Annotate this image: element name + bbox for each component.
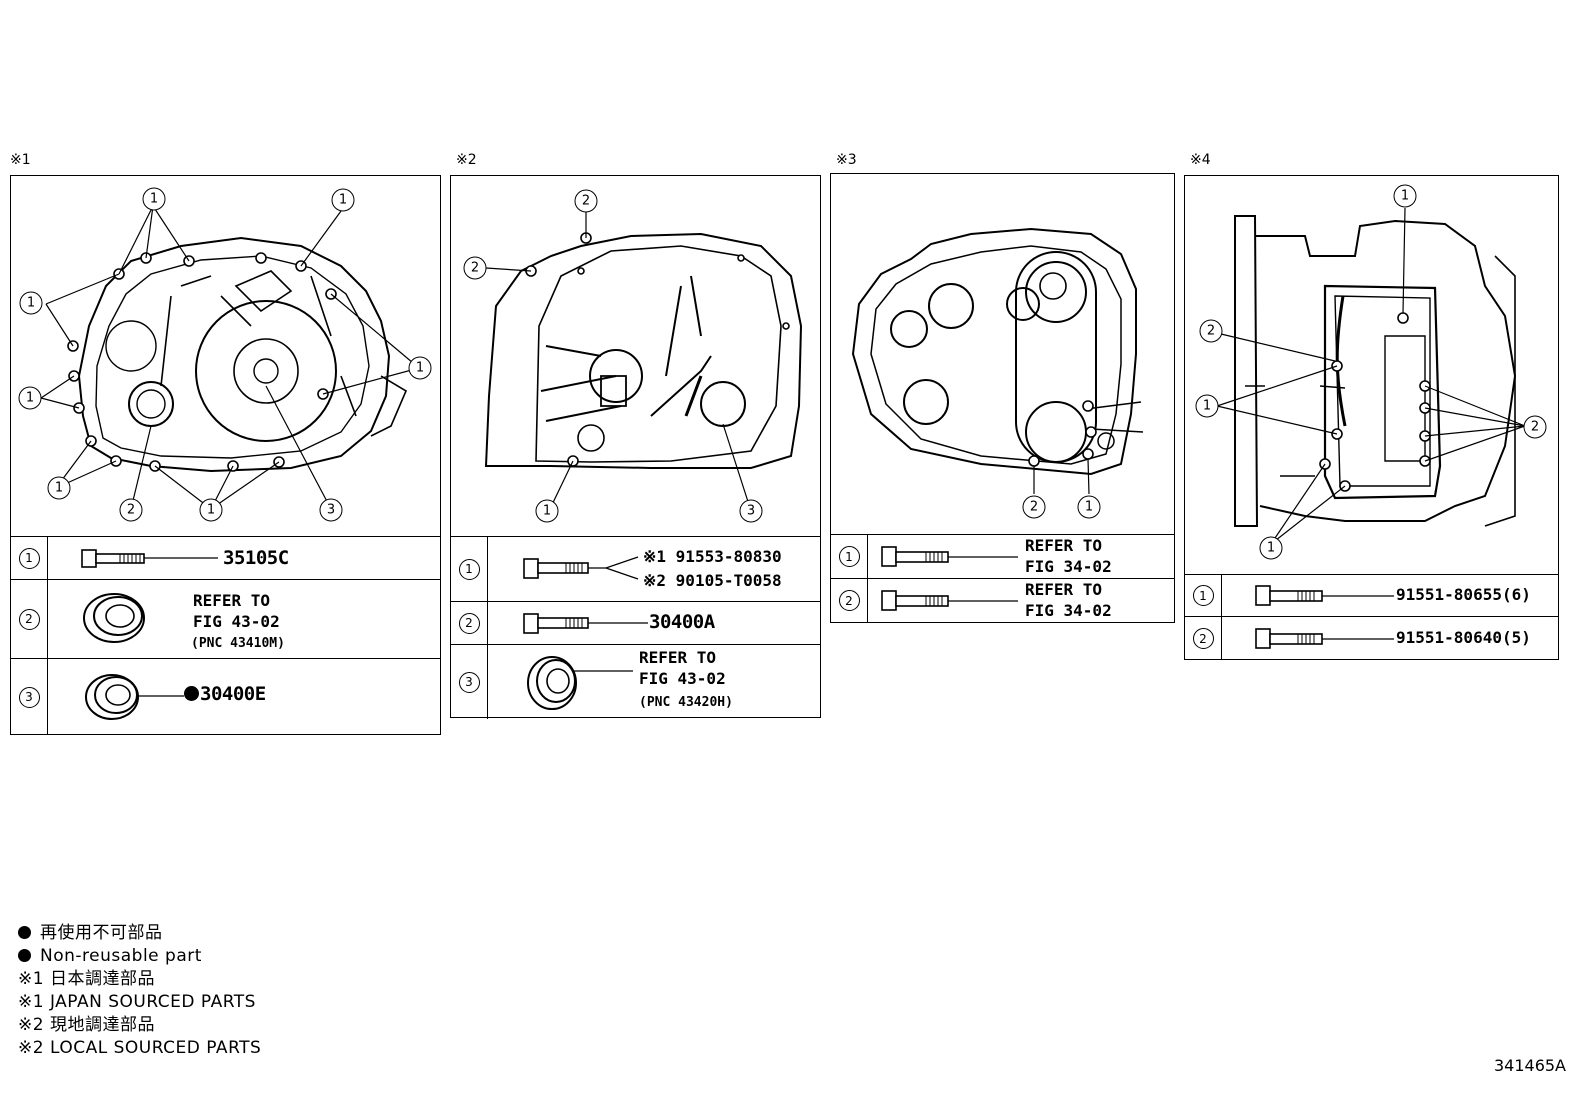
legend-item: 再使用不可部品 [18, 922, 261, 945]
callout-2: 2 [574, 189, 598, 213]
row-number: 1 [838, 546, 860, 567]
parts-row: 1 35105C [11, 537, 440, 580]
figure-id: 341465A [1493, 1056, 1566, 1075]
callout-3: 3 [319, 498, 343, 522]
parts-row: 3 REFER TO FIG 43-02 (PNC 43420H) [451, 645, 820, 719]
row-number: 2 [458, 612, 480, 634]
row-number: 2 [18, 608, 40, 630]
legend-item: ※2 LOCAL SOURCED PARTS [18, 1038, 262, 1058]
part-number: 35105C [223, 547, 289, 569]
legend-item: Non-reusable part [18, 945, 261, 968]
parts-row: 2 91551-80640(5) [1185, 617, 1558, 660]
figure-reference: FIG 34-02 [1025, 601, 1112, 620]
figure-reference: FIG 43-02 [193, 612, 280, 631]
part-number-local: ※2 90105-T0058 [643, 571, 782, 590]
oil-pan-drawing [1216, 207, 1526, 545]
callout-3: 3 [739, 499, 763, 523]
figure-reference: FIG 34-02 [1025, 557, 1112, 576]
callout-1: 1 [1259, 536, 1283, 560]
legend-item: ※1 日本調達部品 [18, 969, 155, 989]
part-number: 91551-80640(5) [1396, 628, 1531, 647]
callout-1: 1 [199, 498, 223, 522]
refer-to-text: REFER TO [193, 591, 271, 610]
oil-seal-icon [85, 674, 184, 720]
callout-1: 1 [19, 291, 43, 315]
transaxle-side-view-drawing [484, 212, 803, 512]
refer-to-text: REFER TO [1025, 580, 1103, 599]
callout-1: 1 [1195, 394, 1219, 418]
panel-3: 2 1 1 REFER TO FIG 34-02 2 [830, 173, 1175, 623]
row-number: 3 [18, 686, 40, 708]
non-reusable-dot [18, 949, 31, 962]
part-number: 30400E [200, 683, 266, 705]
parts-row: 1 REFER TO FIG 34-02 [831, 535, 1174, 579]
row-number: 1 [18, 547, 40, 569]
parts-row: 2 30400A [451, 602, 820, 645]
parts-row: 2 REFER TO FIG 43-02 (PNC 43410M) [11, 580, 440, 659]
panel-4: 1 2 1 2 1 1 91551-80655(6) 2 91551-80640… [1184, 175, 1559, 660]
callout-1: 1 [408, 356, 432, 380]
oil-seal-icon [527, 656, 633, 710]
pnc-text: (PNC 43410M) [191, 636, 285, 651]
parts-table: 1 91551-80655(6) 2 91551-80640(5) [1185, 574, 1558, 660]
callout-1: 1 [331, 188, 355, 212]
panel-3-title: ※3 [836, 152, 857, 168]
bolt-icon [81, 549, 218, 568]
callout-1: 1 [1393, 184, 1417, 208]
figure-reference: FIG 43-02 [639, 669, 726, 688]
panel-1-title: ※1 [10, 152, 31, 168]
parts-row: 3 30400E [11, 659, 440, 735]
part-number-japan: ※1 91553-80830 [643, 547, 782, 566]
parts-row: 2 REFER TO FIG 34-02 [831, 579, 1174, 622]
callout-1: 1 [1077, 495, 1101, 519]
part-number: 30400A [649, 611, 715, 633]
bolt-icon [881, 590, 1018, 611]
panel-4-title: ※4 [1190, 152, 1211, 168]
transaxle-front-view-drawing [40, 205, 420, 510]
callout-2: 2 [1523, 415, 1547, 439]
transaxle-case-drawing [851, 227, 1144, 495]
parts-table: 1 ※1 91553-80830 ※2 90105-T0058 2 30400A… [451, 536, 820, 719]
row-number: 3 [458, 671, 480, 693]
bolt-icon [881, 546, 1018, 567]
row-number: 2 [838, 590, 860, 611]
row-number: 2 [1192, 628, 1214, 649]
bolt-icon [523, 613, 648, 634]
non-reusable-dot [18, 926, 31, 939]
callout-2: 2 [1199, 319, 1223, 343]
row-number: 1 [1192, 585, 1214, 606]
callout-1: 1 [18, 386, 42, 410]
row-number: 1 [458, 558, 480, 580]
parts-row: 1 91551-80655(6) [1185, 575, 1558, 617]
callout-2: 2 [119, 498, 143, 522]
parts-table: 1 REFER TO FIG 34-02 2 REFER TO [831, 534, 1174, 622]
legend-item: ※2 現地調達部品 [18, 1015, 155, 1035]
callout-2: 2 [463, 256, 487, 280]
panel-2: 2 2 1 3 1 ※1 91553-80830 ※2 90105-T0058 … [450, 175, 821, 719]
callout-1: 1 [142, 187, 166, 211]
callout-1: 1 [535, 499, 559, 523]
bolt-icon [1255, 585, 1394, 606]
legend: 再使用不可部品 Non-reusable part ※1 日本調達部品 ※1 J… [18, 922, 261, 1060]
bolt-icon [1255, 628, 1394, 649]
callout-2: 2 [1022, 495, 1046, 519]
refer-to-text: REFER TO [1025, 536, 1103, 555]
parts-table: 1 35105C 2 REFER TO FIG 43-02 (PNC 43410… [11, 536, 440, 735]
callout-1: 1 [47, 476, 71, 500]
bolt-icon [523, 556, 639, 580]
oil-seal-icon [83, 593, 145, 643]
pnc-text: (PNC 43420H) [639, 695, 733, 710]
parts-row: 1 ※1 91553-80830 ※2 90105-T0058 [451, 537, 820, 602]
panel-1: 1 1 1 1 1 2 1 3 1 1 35105C 2 REFER TO [10, 175, 441, 735]
refer-to-text: REFER TO [639, 648, 717, 667]
part-number: 91551-80655(6) [1396, 585, 1531, 604]
non-reusable-dot [184, 686, 199, 701]
panel-2-title: ※2 [456, 152, 477, 168]
legend-item: ※1 JAPAN SOURCED PARTS [18, 992, 256, 1012]
